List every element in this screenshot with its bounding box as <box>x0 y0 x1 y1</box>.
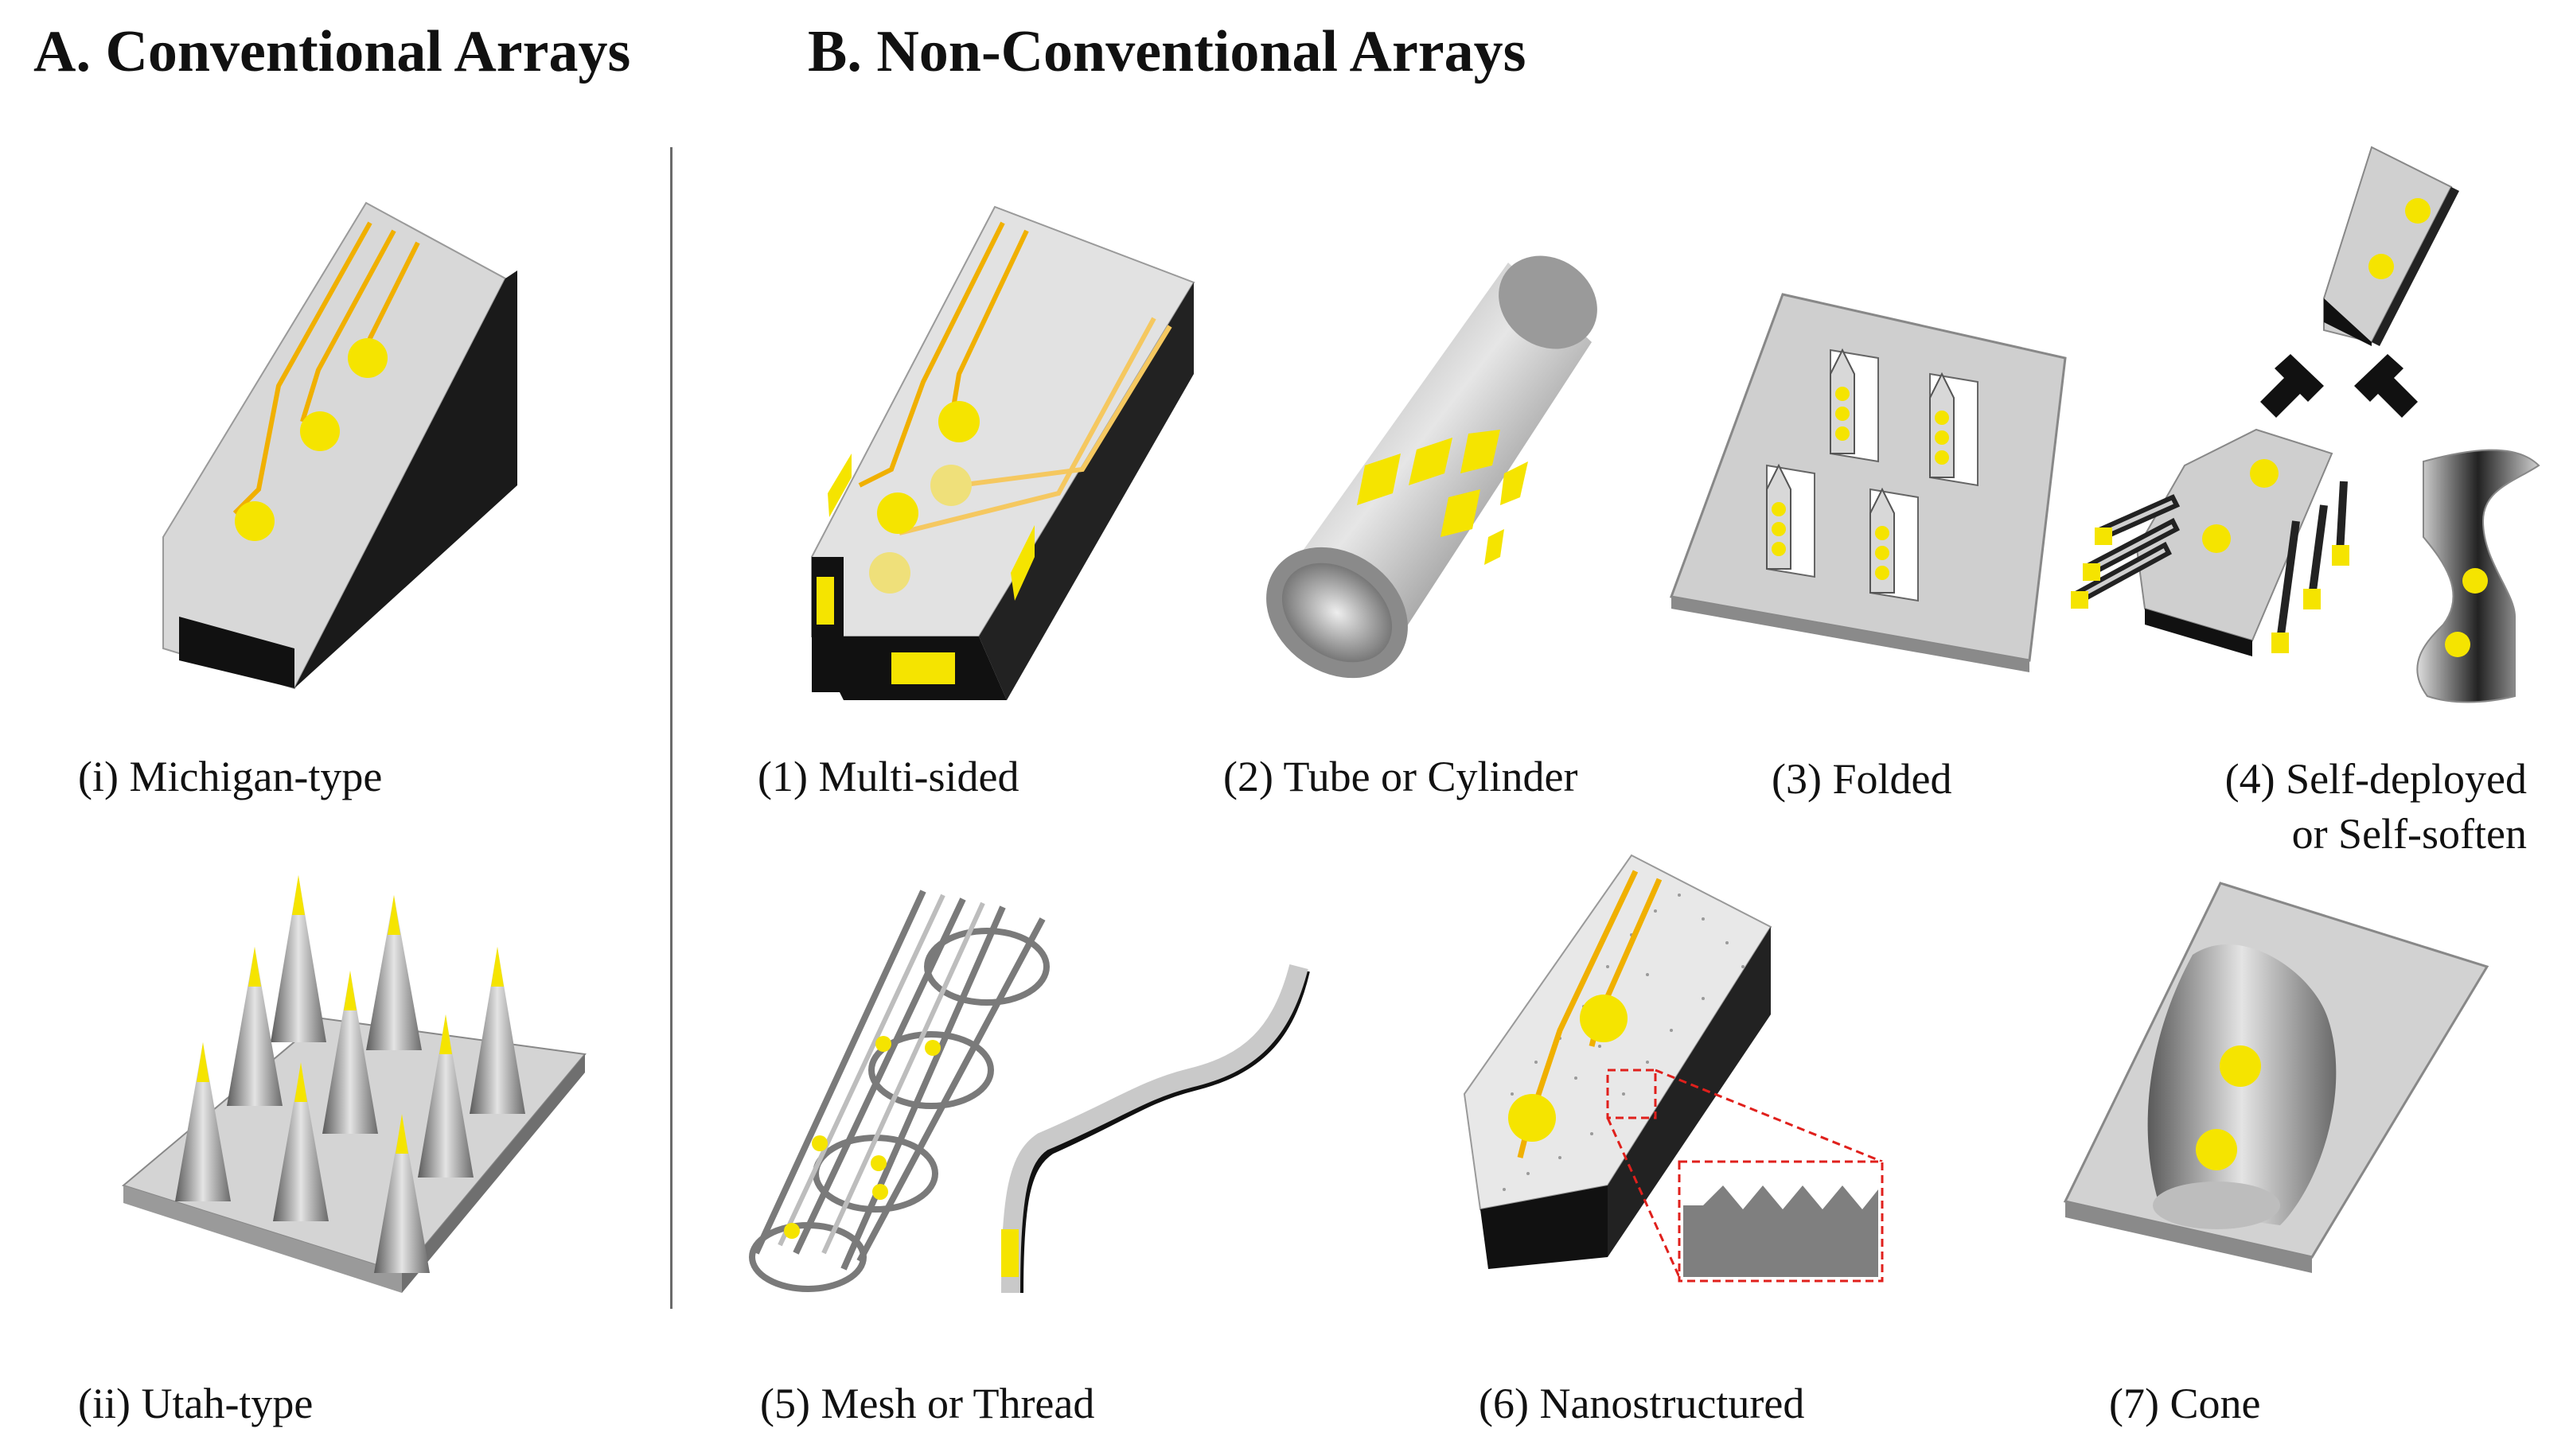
label-multi-sided: (1) Multi-sided <box>758 753 1019 800</box>
section-divider <box>670 147 672 1309</box>
label-nanostructured: (6) Nanostructured <box>1479 1380 1805 1427</box>
label-self-deployed-line1: (4) Self-deployed <box>2224 755 2527 803</box>
label-utah-type: (ii) Utah-type <box>78 1380 314 1427</box>
label-mesh-thread: (5) Mesh or Thread <box>760 1380 1095 1427</box>
mesh-thread-figure <box>749 890 1310 1294</box>
nanostructured-figure <box>1463 854 1884 1283</box>
label-michigan-type: (i) Michigan-type <box>78 753 383 800</box>
multi-sided-figure <box>811 205 1195 700</box>
cone-figure <box>2063 882 2489 1273</box>
self-deployed-figure <box>2071 146 2540 703</box>
section-b-heading: B. Non-Conventional Arrays <box>808 19 1526 84</box>
label-tube-cylinder: (2) Tube or Cylinder <box>1223 753 1578 800</box>
michigan-probe-figure <box>162 201 517 891</box>
label-folded: (3) Folded <box>1772 755 1952 803</box>
utah-array-figure <box>121 875 587 1293</box>
arrow-left-icon <box>2260 354 2324 418</box>
section-a-heading: A. Conventional Arrays <box>33 19 631 84</box>
label-self-deployed: (4) Self-deployed or Self-soften <box>2177 752 2527 862</box>
arrow-right-icon <box>2354 354 2418 418</box>
label-cone: (7) Cone <box>2109 1380 2261 1427</box>
folded-figure <box>1669 293 2067 672</box>
tube-figure <box>1266 255 1597 679</box>
label-self-deployed-line2: or Self-soften <box>2291 810 2527 858</box>
